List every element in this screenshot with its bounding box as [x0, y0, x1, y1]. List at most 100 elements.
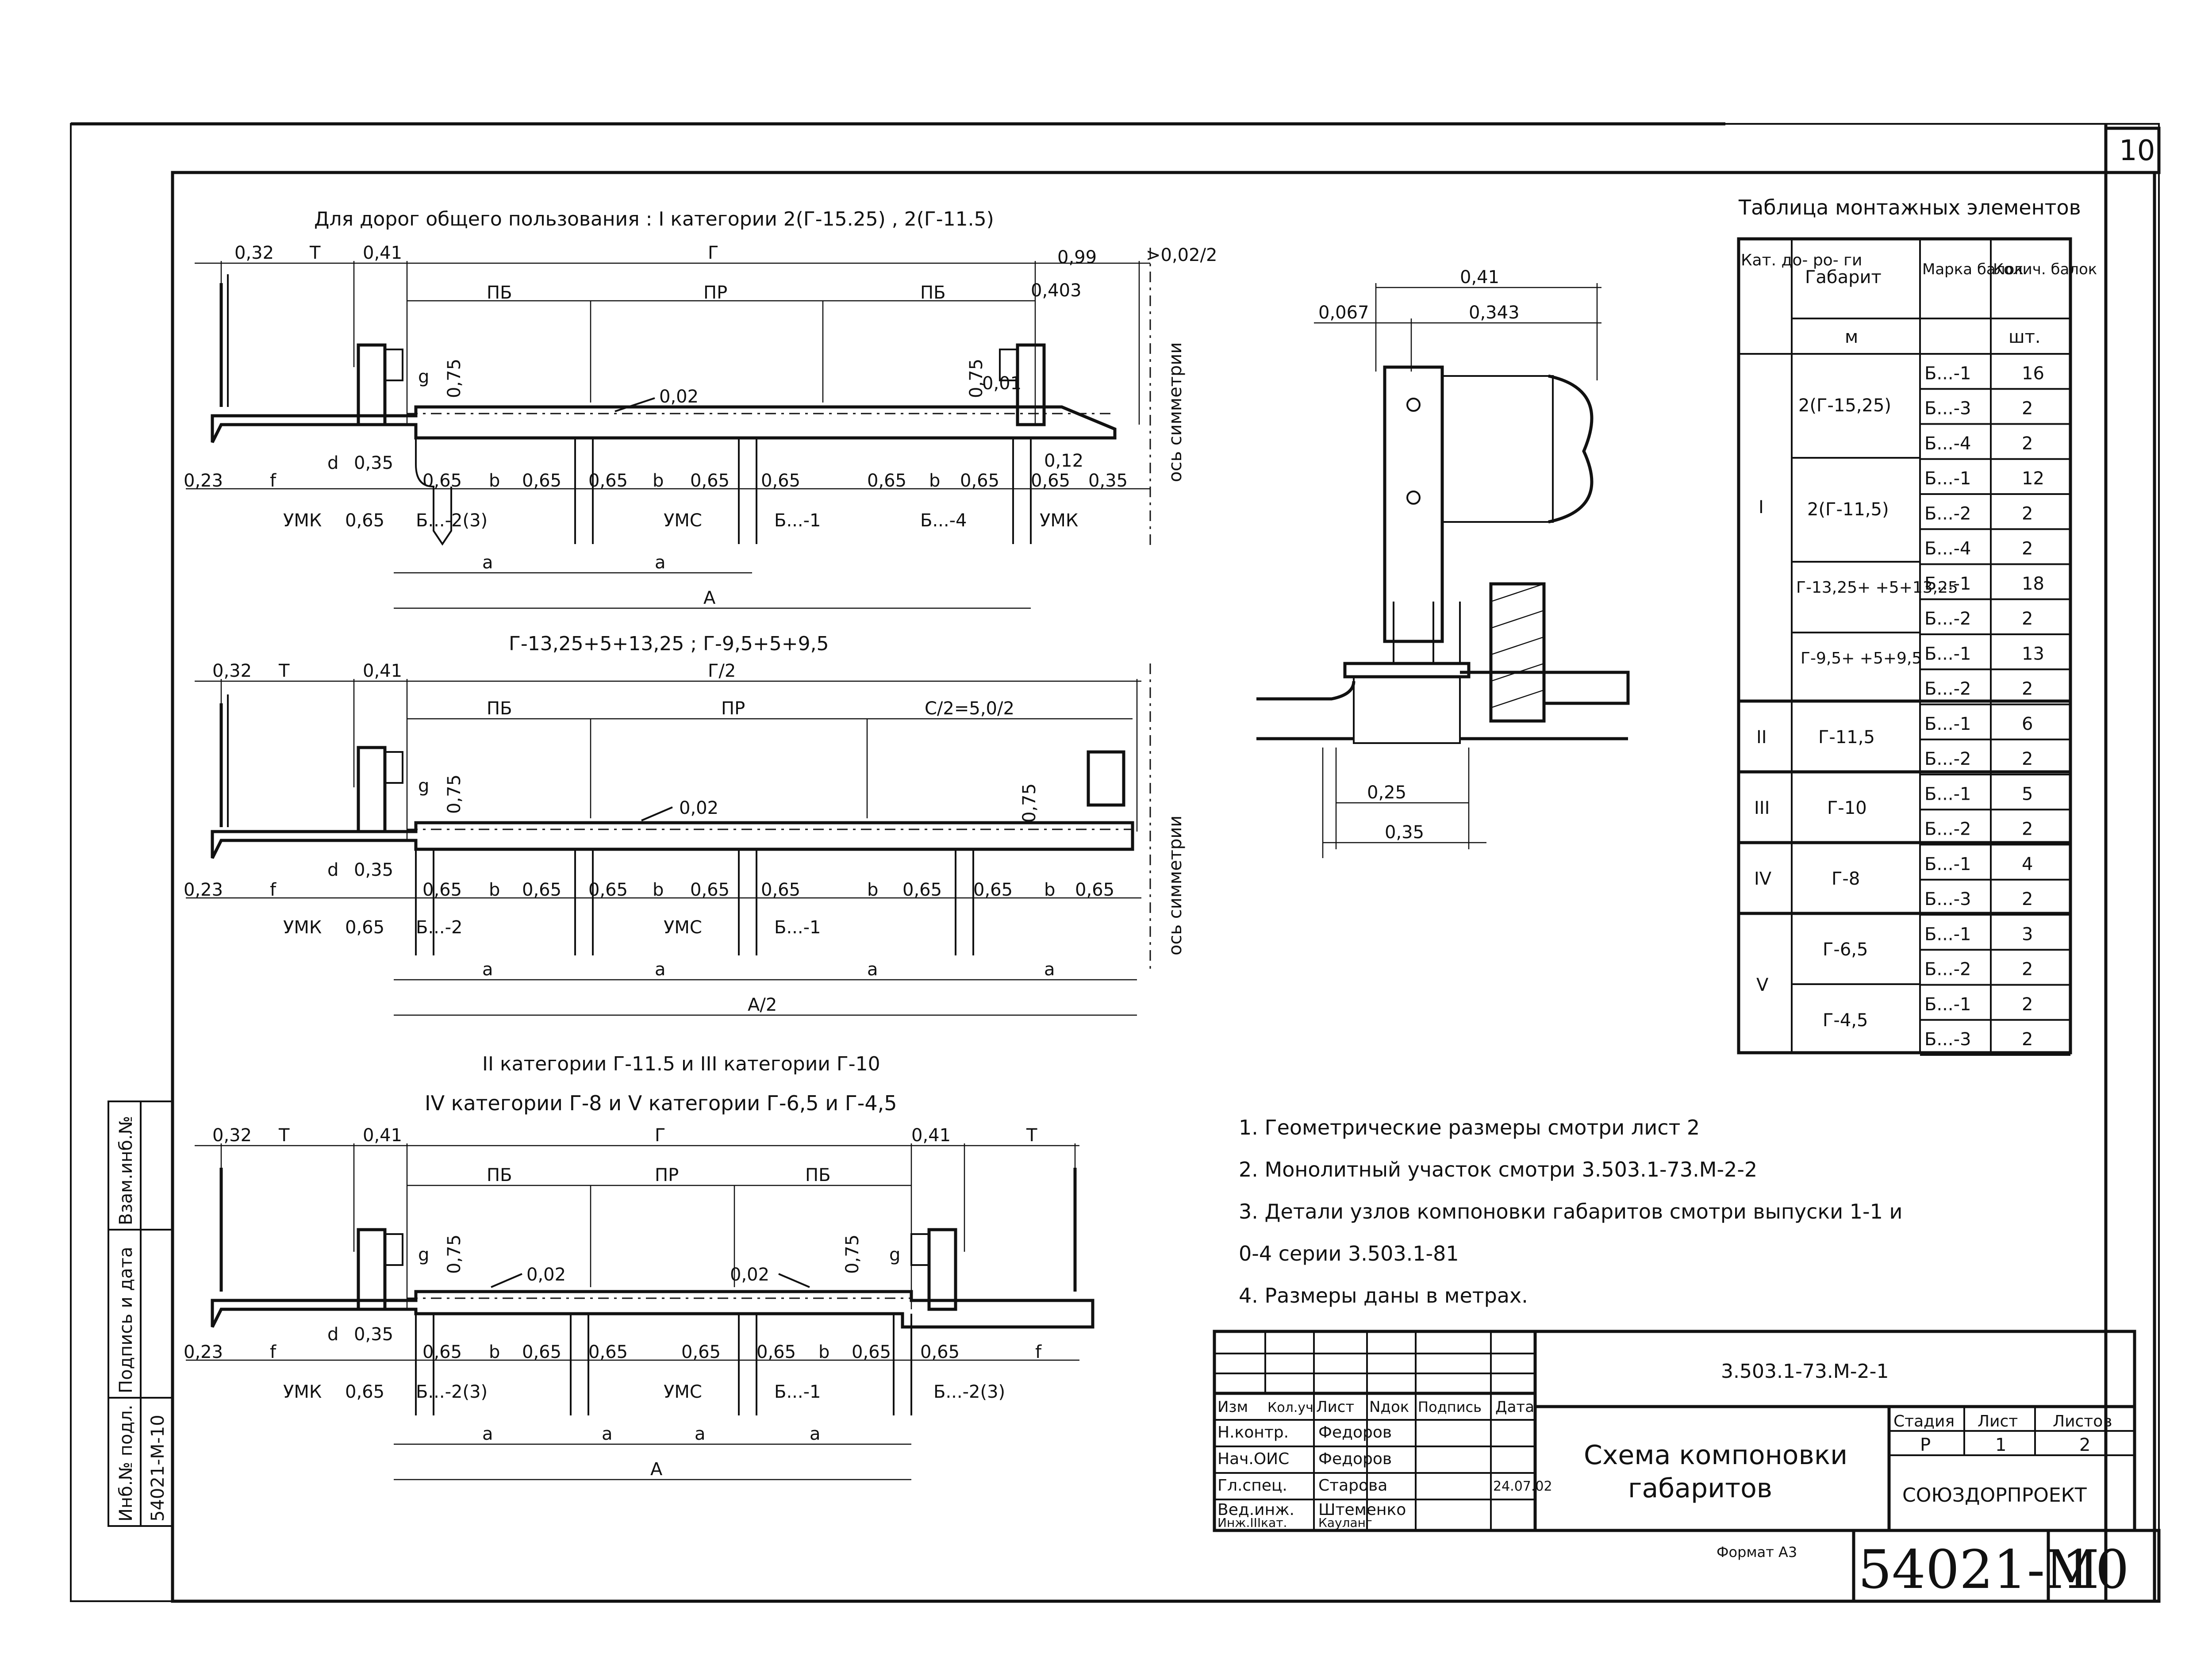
s2-height-075-a: 0,75 — [444, 775, 465, 814]
tb-name-4: Штеменко — [1318, 1501, 1406, 1519]
s1-bd-3: 0,35 — [354, 453, 393, 473]
table-cell-count: 2 — [2022, 959, 2033, 980]
table-cell-mark: Б...-2 — [1924, 503, 1971, 524]
s2-height-075-b: 0,75 — [1019, 783, 1040, 823]
s3-bd-13: f — [1035, 1342, 1042, 1362]
s2-bd-3: 0,35 — [354, 860, 393, 880]
s1-bd-16: 0,35 — [1088, 471, 1128, 491]
s3-bd-5: b — [489, 1342, 500, 1362]
table-cell-count: 2 — [2022, 1029, 2033, 1050]
gab-5: Г-10 — [1827, 798, 1867, 818]
th-category: Кат. до- ро- ги — [1741, 251, 1862, 269]
table-cell-count: 6 — [2022, 714, 2033, 734]
table-cell-count: 2 — [2022, 819, 2033, 840]
s3-bd-8: 0,65 — [681, 1342, 721, 1362]
s2-bd-6: 0,65 — [522, 880, 561, 900]
s3-dim-041a: 0,41 — [363, 1125, 402, 1146]
s1-bd-12: b — [929, 471, 940, 491]
detail-dim-041: 0,41 — [1460, 267, 1499, 288]
s2-lbl-3: УМС — [664, 917, 702, 938]
tb-stage-v: Р — [1920, 1435, 1931, 1455]
note-2: 2. Монолитный участок смотри 3.503.1-73.… — [1239, 1158, 1757, 1181]
sheet-big: 10 — [2062, 1539, 2129, 1601]
s2-lbl-1: 0,65 — [345, 917, 384, 938]
table-cell-count: 2 — [2022, 889, 2033, 909]
detail-dim-0343: 0,343 — [1469, 303, 1520, 323]
s3-dim-041b: 0,41 — [911, 1125, 951, 1146]
section-2-title: Г-13,25+5+13,25 ; Г-9,5+5+9,5 — [509, 633, 829, 655]
note-1: 1. Геометрические размеры смотри лист 2 — [1239, 1116, 1700, 1139]
s1-axis-label: ось симметрии — [1165, 342, 1186, 482]
s3-lbl-5: Б...-2(3) — [933, 1382, 1005, 1402]
table-cell-mark: Б...-1 — [1924, 574, 1971, 594]
s1-height-075-a: 0,75 — [444, 359, 465, 398]
tb-title-1: Схема компоновки — [1584, 1440, 1847, 1471]
s1-height-g: g — [418, 367, 429, 387]
tb-sheet-h: Лист — [1978, 1412, 2018, 1430]
s2-bd-8: b — [653, 880, 664, 900]
s3-dim-g: Г — [655, 1125, 665, 1146]
th-unit-m: м — [1845, 327, 1858, 347]
table-cell-mark: Б...-2 — [1924, 749, 1971, 769]
table-cell-count: 2 — [2022, 609, 2033, 629]
s2-axis-label: ось симметрии — [1165, 816, 1186, 955]
section-2-cross-section: Г-13,25+5+13,25 ; Г-9,5+5+9,5 0,32 Т 0,4… — [184, 633, 1186, 1016]
s1-dim-g: Г — [708, 243, 718, 263]
s1-bd-10: 0,65 — [761, 471, 800, 491]
s1-bd-6: 0,65 — [522, 471, 561, 491]
tb-role-4: Вед.инж. — [1217, 1501, 1294, 1519]
gab-2: Г-13,25+ +5+13,25 — [1796, 579, 1958, 597]
tb-col-data: Дата — [1495, 1398, 1534, 1416]
s3-dim-t1: Т — [278, 1125, 290, 1146]
s3-bd-11: 0,65 — [852, 1342, 891, 1362]
s1-bd-0: 0,23 — [184, 471, 223, 491]
gab-4: Г-11,5 — [1818, 727, 1875, 748]
s1-height-001: 0,01 — [982, 373, 1022, 394]
s2-bd-9: 0,65 — [690, 880, 730, 900]
s1-bd-5: b — [489, 471, 500, 491]
s3-lbl-3: УМС — [664, 1382, 702, 1402]
note-4: 4. Размеры даны в метрах. — [1239, 1284, 1528, 1308]
s1-dim-099: 0,99 — [1057, 247, 1097, 268]
table-groups: I II III IV V 2(Г-15,25) 2(Г-11,5) Г-13,… — [1739, 395, 2070, 1031]
s3-bd-2: d — [327, 1324, 338, 1345]
s3-bd-7: 0,65 — [588, 1342, 628, 1362]
s1-bd-2: d — [327, 453, 338, 473]
tb-name-3: Старова — [1318, 1476, 1387, 1495]
tb-doc-code: 3.503.1-73.М-2-1 — [1721, 1360, 1889, 1383]
s3-bd-12: 0,65 — [920, 1342, 960, 1362]
s2-bd-7: 0,65 — [588, 880, 628, 900]
s1-lbl-6: УМК — [1040, 510, 1078, 531]
s2-span-a1: a — [482, 959, 493, 980]
table-cell-count: 12 — [2022, 468, 2044, 489]
table-cell-mark: Б...-1 — [1924, 924, 1971, 944]
s2-bd-0: 0,23 — [184, 880, 223, 900]
s2-dim-041: 0,41 — [363, 661, 402, 681]
section-3-title-2: IV категории Г-8 и V категории Г-6,5 и Г… — [425, 1091, 897, 1115]
s2-bd-13: 0,65 — [973, 880, 1013, 900]
sheet-frame: 10 — [70, 122, 2161, 1603]
s3-dim-t2: Т — [1026, 1125, 1037, 1146]
s1-span-a2: a — [655, 552, 666, 573]
notes: 1. Геометрические размеры смотри лист 2 … — [1239, 1116, 1902, 1308]
tb-role-5: Инж.IIIкат. — [1217, 1515, 1287, 1530]
s3-bd-3: 0,35 — [354, 1324, 393, 1345]
s1-bd-1: f — [270, 471, 276, 491]
side-stamp-number: 54021-М-10 — [148, 1415, 168, 1522]
s2-bd-12: 0,65 — [902, 880, 942, 900]
table-cell-mark: Б...-1 — [1924, 854, 1971, 874]
tb-name-1: Федоров — [1318, 1423, 1392, 1442]
side-stamp: Инб.№ подл. Подпись и дата Взам.инб.№ 54… — [108, 1100, 173, 1527]
s3-lane-pb2: ПБ — [805, 1165, 831, 1185]
table-cell-count: 13 — [2022, 644, 2044, 664]
tb-name-5: Кауланг — [1318, 1515, 1372, 1530]
cat-IV: IV — [1754, 869, 1772, 889]
s1-dim-002: >0,02/2 — [1146, 245, 1217, 265]
section-1-cross-section: Для дорог общего пользования : I категор… — [184, 208, 1217, 609]
s1-bd-4: 0,65 — [422, 471, 462, 491]
s2-span-A2: A/2 — [748, 995, 777, 1015]
s3-bd-0: 0,23 — [184, 1342, 223, 1362]
detail-dim-0067: 0,067 — [1318, 303, 1369, 323]
table-cell-count: 2 — [2022, 399, 2033, 419]
